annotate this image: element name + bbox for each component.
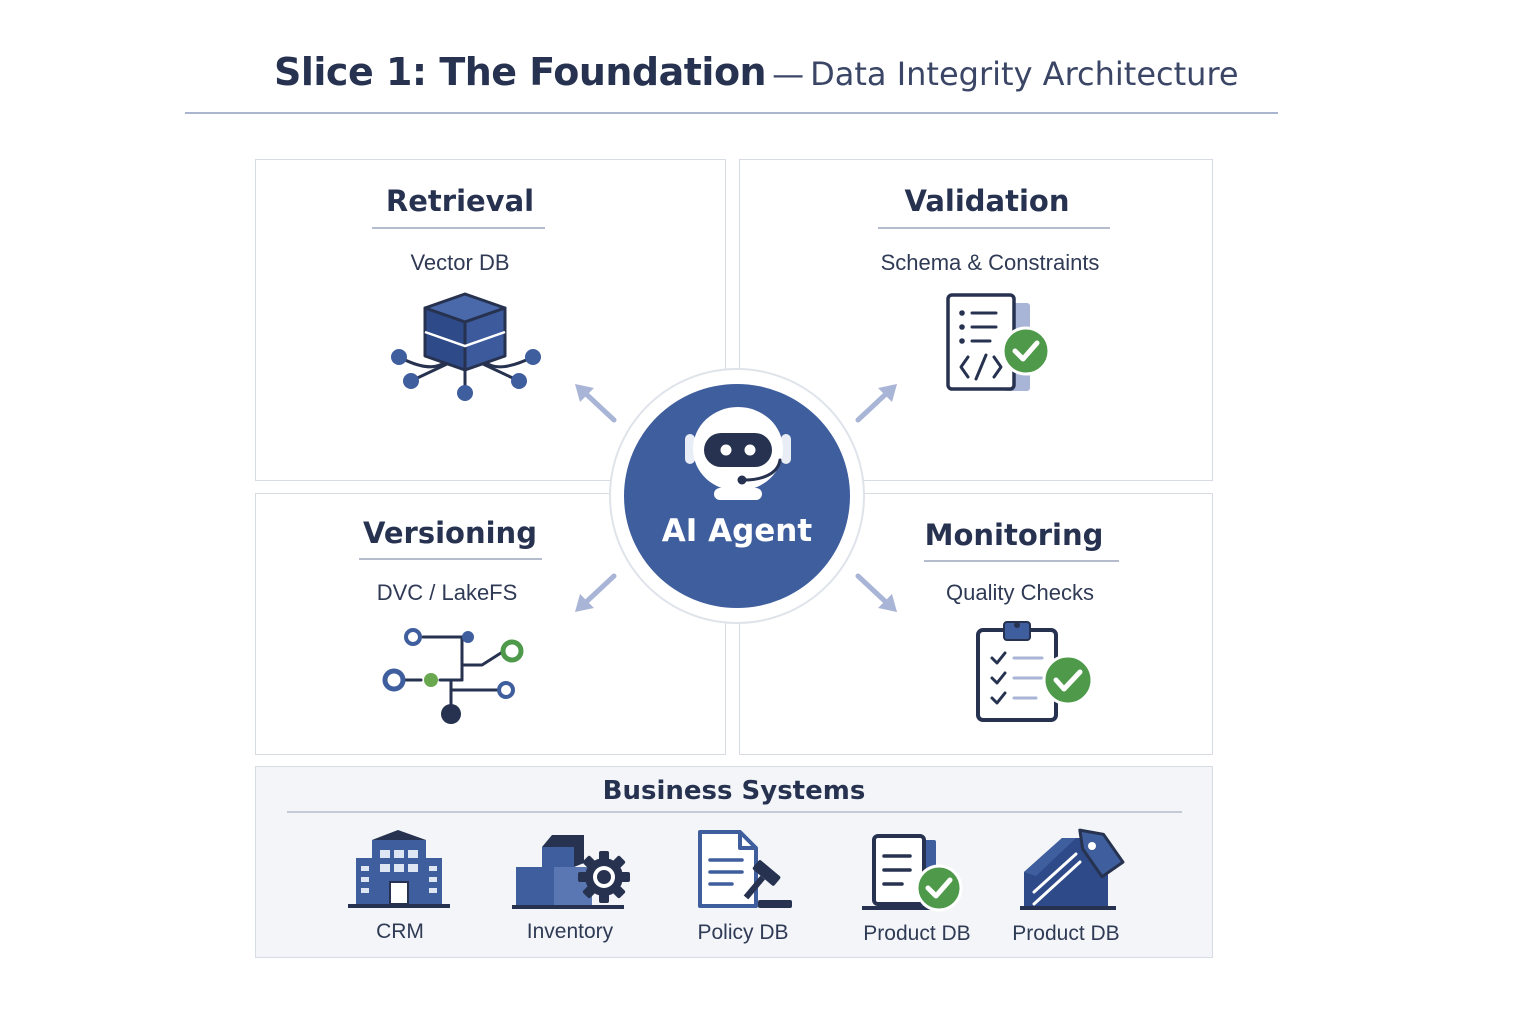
system-label-policy-db: Policy DB — [697, 921, 789, 944]
schema-check-icon — [946, 293, 1051, 391]
validation-divider — [878, 227, 1110, 229]
retrieval-title: Retrieval — [385, 184, 535, 218]
ai-agent-label: AI Agent — [661, 513, 813, 549]
tag-icon — [1020, 828, 1125, 910]
versioning-divider — [359, 558, 542, 560]
business-systems-title: Business Systems — [602, 776, 866, 806]
validation-title: Validation — [904, 184, 1070, 218]
arrow-to-versioning-icon — [575, 573, 617, 612]
clipboard-check-icon — [976, 621, 1094, 722]
business-systems-divider — [287, 811, 1182, 813]
building-icon — [348, 830, 450, 908]
monitoring-divider — [924, 560, 1119, 562]
system-label-product-db-2: Product DB — [1012, 922, 1120, 945]
title-divider — [185, 112, 1278, 114]
vector-db-icon — [391, 292, 541, 401]
retrieval-divider — [372, 227, 545, 229]
system-label-product-db-1: Product DB — [863, 922, 971, 945]
versioning-subtitle: DVC / LakeFS — [376, 580, 518, 605]
monitoring-subtitle: Quality Checks — [946, 580, 1094, 605]
title-separator: — — [772, 55, 805, 93]
boxes-gear-icon — [512, 835, 630, 909]
arrow-to-retrieval-icon — [575, 384, 617, 423]
system-label-inventory: Inventory — [526, 920, 614, 943]
document-check-icon — [862, 834, 963, 912]
document-gavel-icon — [698, 830, 792, 908]
arrow-to-validation-icon — [855, 384, 897, 423]
title-subtitle: Data Integrity Architecture — [810, 55, 1239, 93]
robot-icon — [685, 407, 791, 500]
retrieval-subtitle: Vector DB — [410, 250, 510, 275]
arrow-to-monitoring-icon — [855, 573, 897, 612]
validation-subtitle: Schema & Constraints — [880, 250, 1100, 275]
monitoring-title: Monitoring — [924, 518, 1104, 552]
branch-graph-icon — [382, 628, 524, 724]
title-main: Slice 1: The Foundation — [274, 50, 767, 94]
page-title: Slice 1: The Foundation—Data Integrity A… — [274, 50, 1239, 94]
versioning-title: Versioning — [363, 516, 537, 550]
system-label-crm: CRM — [376, 920, 424, 943]
